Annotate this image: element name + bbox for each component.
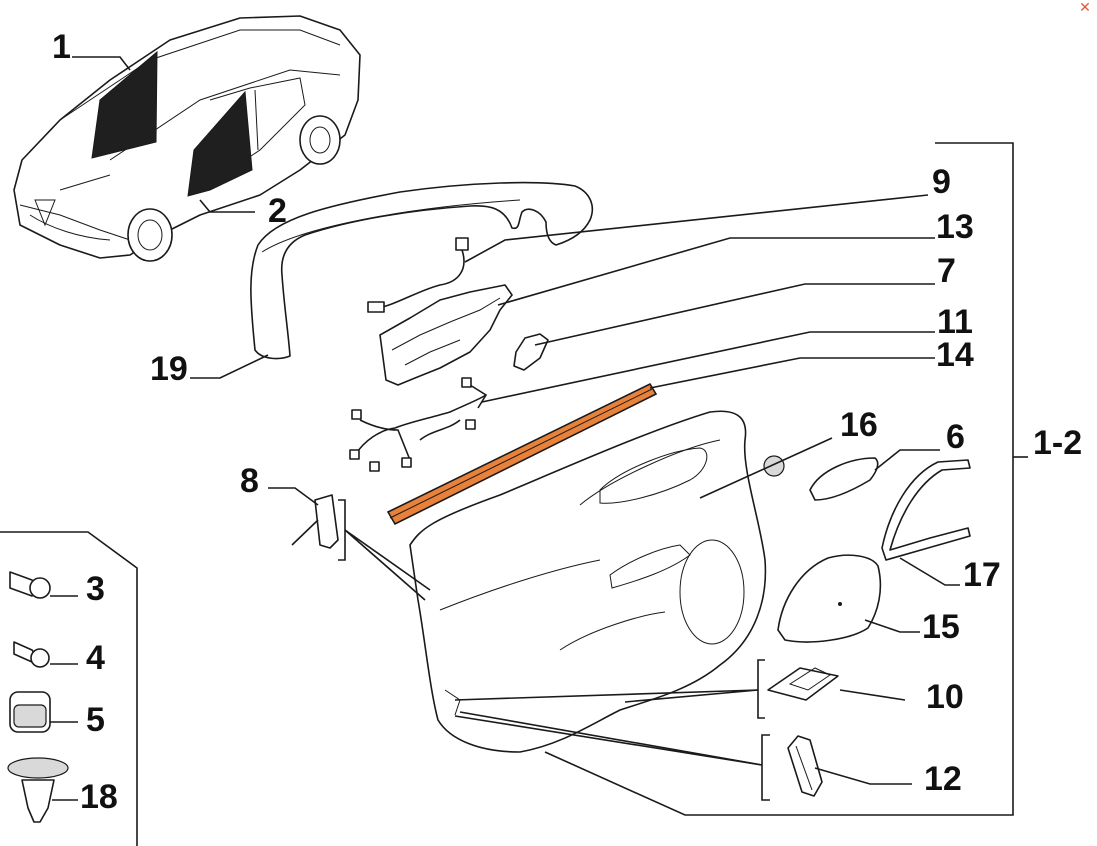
callout-3: 3 (86, 570, 105, 608)
callout-13: 13 (936, 208, 974, 246)
callout-8: 8 (240, 462, 259, 500)
callout-14: 14 (936, 336, 974, 374)
door-panel-part (187, 90, 253, 197)
push-clip-part (7, 757, 69, 823)
callout-1-2: 1-2 (1033, 424, 1082, 462)
callout-19: 19 (150, 350, 188, 388)
callout-16: 16 (840, 406, 878, 444)
callout-10: 10 (926, 678, 964, 716)
callout-17: 17 (963, 556, 1001, 594)
callout-15: 15 (922, 608, 960, 646)
callout-1: 1 (52, 28, 71, 66)
callout-9: 9 (932, 163, 951, 201)
light-housing-part (787, 735, 823, 797)
car-illustration (13, 15, 361, 262)
callout-2: 2 (268, 192, 287, 230)
close-icon[interactable]: ✕ (1077, 0, 1093, 16)
speaker-cover-part (777, 554, 882, 643)
callout-11: 11 (937, 303, 973, 341)
callout-18: 18 (80, 778, 118, 816)
wiring-harness-part (349, 377, 488, 472)
door-frame-trim-part (250, 181, 594, 360)
switch-cover-part (314, 494, 339, 549)
screw-part (13, 641, 50, 668)
clip-part (9, 691, 51, 733)
window-glass-part (91, 50, 158, 159)
leader-lines (0, 56, 1028, 846)
handle-trim-part (513, 333, 549, 371)
door-trim-panel-part (409, 410, 767, 753)
callout-6: 6 (946, 418, 965, 456)
window-seal-strip-part (386, 382, 658, 526)
cable-part (377, 249, 465, 309)
callout-7: 7 (937, 252, 956, 290)
speaker-grille-part (763, 455, 785, 477)
callout-4: 4 (86, 639, 105, 677)
trim-strip-part (881, 459, 971, 561)
trim-insert-part (809, 457, 879, 501)
callout-12: 12 (924, 760, 962, 798)
callout-5: 5 (86, 701, 105, 739)
switch-part (767, 667, 839, 701)
screw-part (9, 571, 51, 599)
